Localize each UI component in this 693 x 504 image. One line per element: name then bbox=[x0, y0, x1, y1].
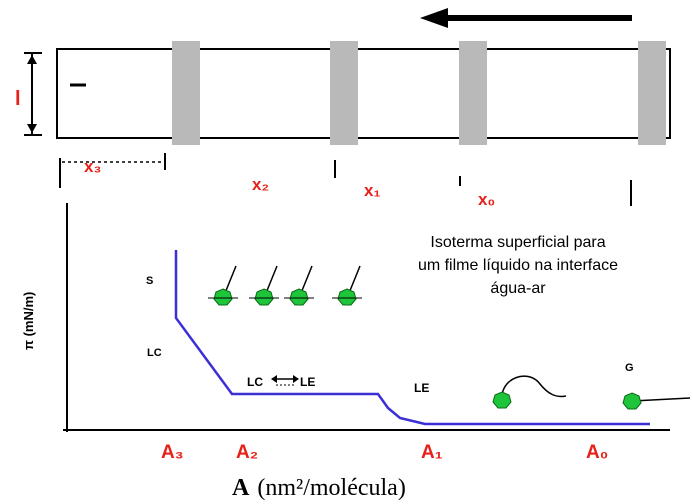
width-label: l bbox=[15, 88, 21, 110]
molecule-icon bbox=[284, 265, 314, 306]
langmuir-trough bbox=[56, 48, 671, 139]
barrier-x0 bbox=[638, 41, 666, 145]
x-axis-label-main: A bbox=[232, 475, 250, 501]
phase-label-liquid-condensed: LC bbox=[147, 347, 162, 359]
phase-label-gas: G bbox=[625, 362, 634, 374]
area-tick-a3: A₃ bbox=[161, 442, 184, 463]
x-axis-label-units: (nm²/molécula) bbox=[257, 475, 405, 501]
barrier-x2 bbox=[330, 41, 358, 145]
phase-label-coexistence-le: LE bbox=[300, 375, 315, 389]
phase-label-coexistence-lc: LC bbox=[247, 375, 263, 389]
molecule-icon bbox=[249, 265, 279, 306]
position-label-x3: x₃ bbox=[84, 157, 101, 176]
gas-phase-molecule bbox=[622, 392, 691, 410]
position-label-x1: x₁ bbox=[364, 181, 381, 200]
coexistence-arrow-icon bbox=[271, 375, 299, 386]
phase-label-liquid-expanded: LE bbox=[414, 381, 429, 395]
liquid-expanded-molecule bbox=[492, 375, 567, 409]
solid-phase-molecules bbox=[208, 265, 362, 306]
isotherm-title-line-1: Isoterma superficial para bbox=[430, 234, 605, 251]
barrier-x3 bbox=[172, 41, 200, 145]
x-axis-label: A (nm²/molécula) bbox=[232, 475, 406, 501]
width-dimension-marker bbox=[24, 52, 42, 136]
graph-axes bbox=[63, 203, 670, 432]
area-tick-a2: A₂ bbox=[236, 442, 258, 463]
position-label-x0: x₀ bbox=[478, 190, 495, 209]
phase-label-solid: S bbox=[146, 275, 153, 287]
position-label-x2: x₂ bbox=[252, 175, 269, 194]
isotherm-curve bbox=[174, 250, 650, 426]
position-marks bbox=[59, 153, 632, 206]
area-tick-a1: A₁ bbox=[421, 442, 443, 463]
isotherm-title-line-2: um filme líquido na interface bbox=[418, 257, 618, 274]
molecule-icon bbox=[208, 265, 238, 306]
isotherm-title-line-3: água-ar bbox=[490, 280, 546, 297]
area-tick-a0: A₀ bbox=[586, 442, 608, 463]
compression-arrow bbox=[420, 8, 632, 28]
y-axis-label: π (mN/m) bbox=[21, 292, 36, 350]
barrier-x1 bbox=[459, 41, 487, 145]
molecule-icon bbox=[332, 265, 362, 306]
